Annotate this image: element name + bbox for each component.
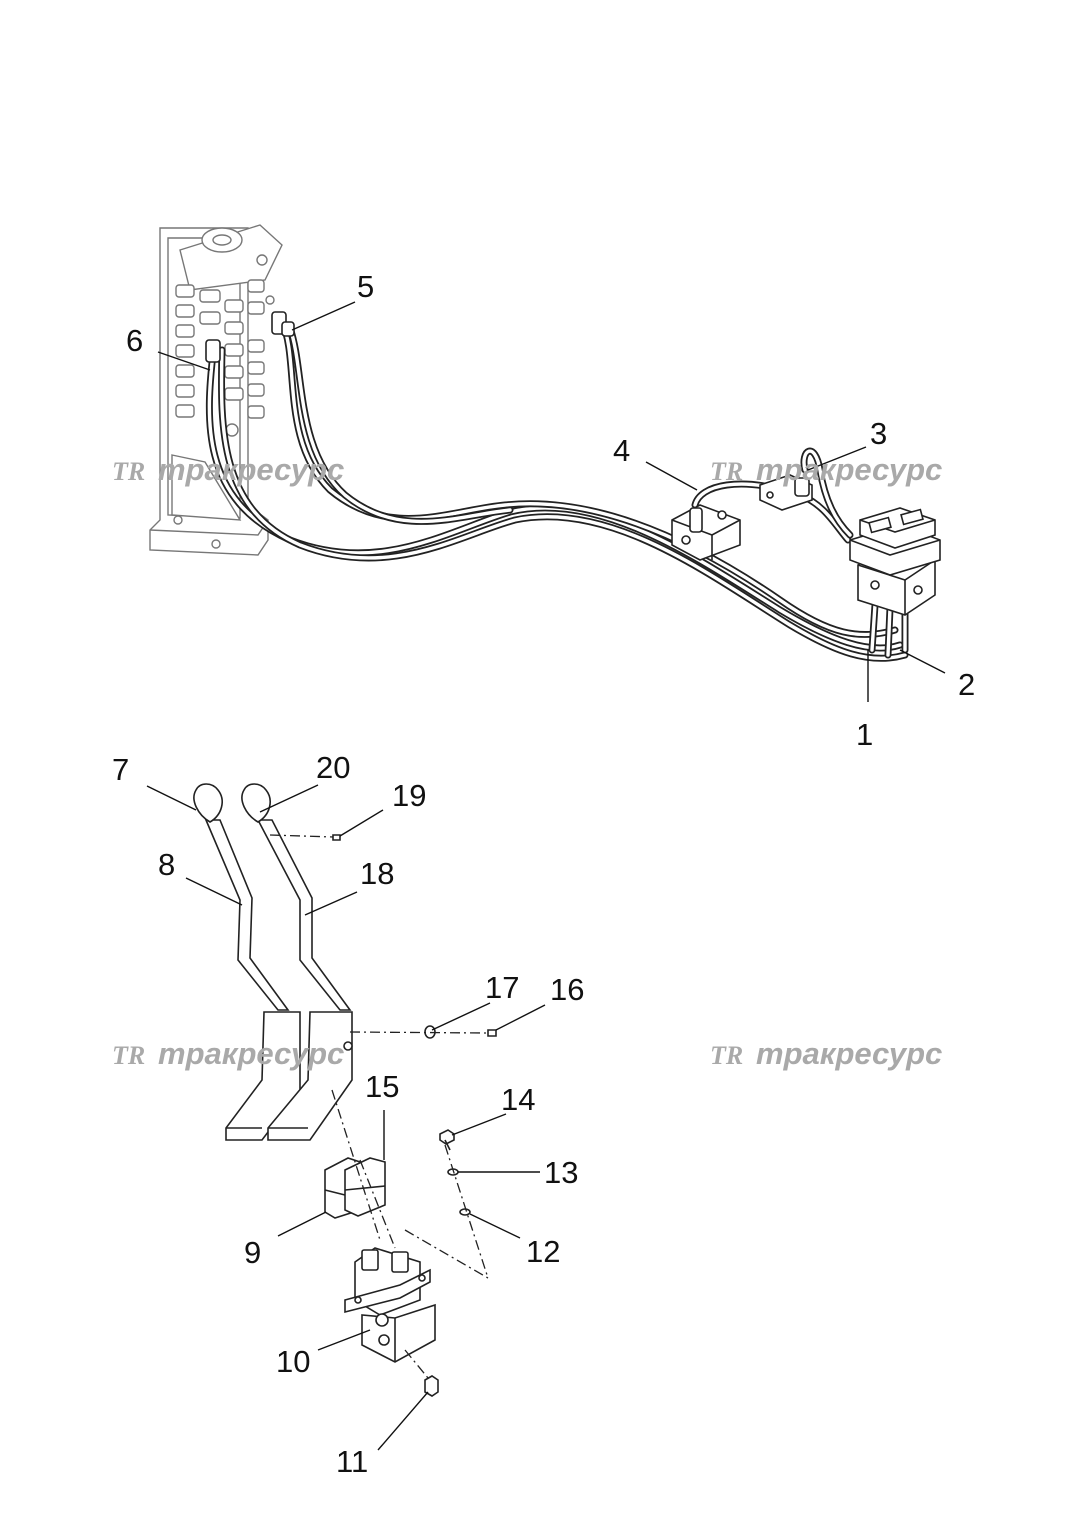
callout-7: 7 [112,752,129,787]
manifold-block-4 [671,504,741,561]
pin-16 [487,1029,497,1037]
pedal-covers [324,1157,386,1219]
watermark-logo: TR [710,1041,743,1070]
watermark-logo: TR [112,1041,145,1070]
callout-3: 3 [870,416,887,451]
callout-11: 11 [336,1444,368,1479]
callout-13: 13 [544,1155,578,1190]
watermark-top-right: TR тракресурс [710,452,942,487]
callout-20: 20 [316,750,350,785]
callout-2: 2 [958,667,975,702]
callout-16: 16 [550,972,584,1007]
watermark-text: тракресурс [158,452,344,487]
callout-19: 19 [392,778,426,813]
callout-5: 5 [357,269,374,304]
callout-6: 6 [126,323,143,358]
screw-19 [332,834,341,841]
pilot-valve [849,507,941,616]
callout-15: 15 [365,1069,399,1104]
callout-18: 18 [360,856,394,891]
callout-labels: 1 2 3 4 5 6 7 8 9 10 11 12 13 14 15 16 1… [112,269,975,1479]
callout-10: 10 [276,1344,310,1379]
bolt-14 [439,1129,455,1145]
washer-12 [459,1208,471,1216]
watermark-logo: TR [112,457,145,486]
callout-8: 8 [158,847,175,882]
callout-9: 9 [244,1235,261,1270]
watermark-top-left: TR тракресурс [112,452,344,487]
callout-12: 12 [526,1234,560,1269]
leader-lines [146,301,946,1451]
watermark-logo: TR [710,457,743,486]
hose-fittings [205,311,295,363]
pedals [225,1011,353,1141]
watermark-text: тракресурс [158,1036,344,1071]
travel-levers [193,783,352,1011]
callout-14: 14 [501,1082,535,1117]
control-valve-assembly [149,224,283,556]
tee-connector-3 [759,474,813,511]
watermark-text: тракресурс [756,1036,942,1071]
callout-1: 1 [856,717,873,752]
watermark-bottom-left: TR тракресурс [112,1036,344,1071]
fitting-11 [424,1375,439,1397]
watermark-bottom-right: TR тракресурс [710,1036,942,1071]
callout-4: 4 [613,433,630,468]
watermark-text: тракресурс [756,452,942,487]
valve-spools [173,254,275,549]
assembly-lines [269,834,489,1379]
pedal-valve-10 [344,1247,436,1363]
callout-17: 17 [485,970,519,1005]
